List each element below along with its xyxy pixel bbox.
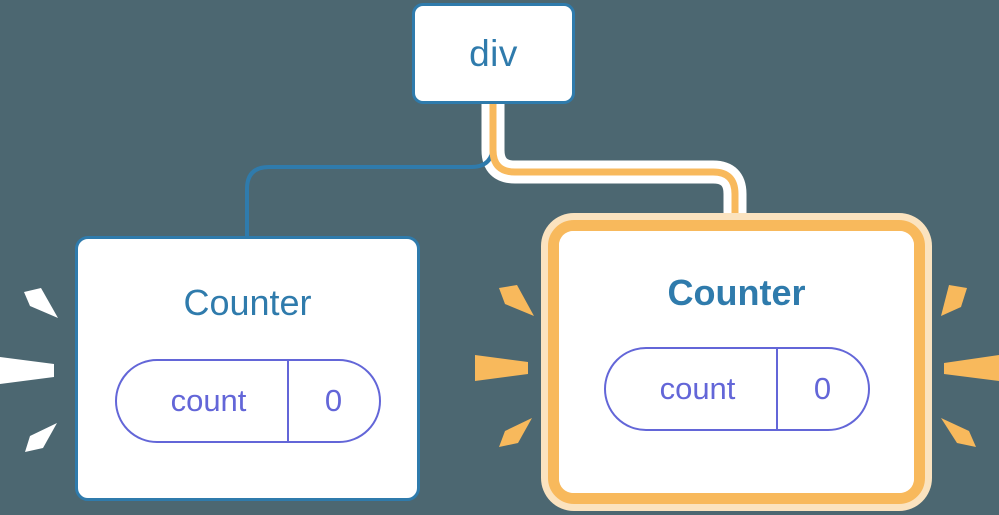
counter-node-right[interactable]: Counter count 0 [559, 231, 914, 493]
counter-node-right-title: Counter [667, 272, 806, 313]
state-pill-left-key: count [170, 383, 247, 418]
div-node-title: div [469, 33, 518, 74]
state-pill-right-value: 0 [775, 349, 868, 429]
edge-div-to-right-counter [489, 104, 739, 234]
counter-node-left-title: Counter [183, 282, 312, 323]
div-node[interactable]: div [412, 3, 575, 104]
state-pill-left[interactable]: count 0 [114, 359, 381, 443]
state-pill-left-value: 0 [286, 361, 379, 441]
counter-node-left[interactable]: Counter count 0 [75, 236, 420, 501]
state-pill-right[interactable]: count 0 [603, 347, 870, 431]
state-pill-right-key: count [659, 371, 736, 406]
edge-div-to-right-counter-halo [481, 104, 747, 232]
edge-div-to-left-counter [245, 104, 495, 238]
counter-node-right-highlight-ring: Counter count 0 [548, 220, 925, 504]
